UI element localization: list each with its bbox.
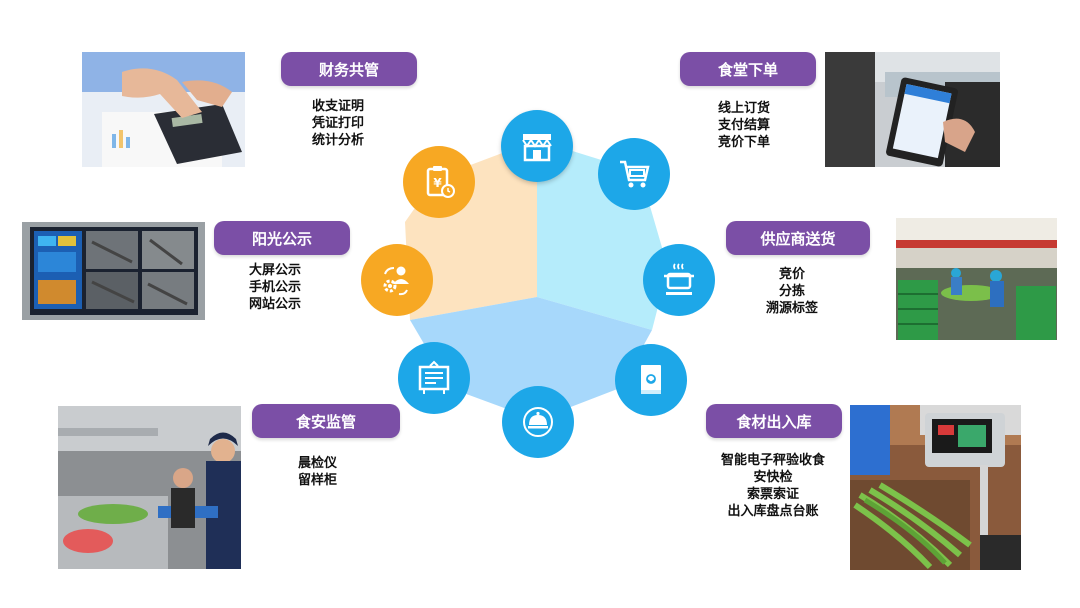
- cart-icon: [598, 138, 670, 210]
- storage-title: 食材出入库: [736, 412, 812, 431]
- package-icon: [615, 344, 687, 416]
- public-item: 网站公示: [249, 297, 302, 312]
- clipboard-yen-icon: ¥: [403, 146, 475, 218]
- supplier-item: 分拣: [779, 284, 806, 299]
- safety-item: 晨检仪: [298, 456, 338, 471]
- supplier-items: 竞价 分拣 溯源标签: [766, 266, 818, 317]
- storage-items: 智能电子秤验收食 安快检 索票索证 出入库盘点台账: [715, 452, 831, 520]
- supplier-item: 竞价: [779, 267, 806, 282]
- person-gear-icon: [361, 244, 433, 316]
- sector-mid-blue: [410, 297, 652, 420]
- finance-title: 财务共管: [318, 60, 379, 79]
- safety-title: 食安监管: [295, 412, 356, 431]
- finance-item: 凭证打印: [312, 116, 365, 131]
- public-title: 阳光公示: [251, 229, 312, 248]
- notice-board-icon: [398, 342, 470, 414]
- public-items: 大屏公示 手机公示 网站公示: [249, 262, 301, 313]
- canteen-order-title-pill: 食堂下单: [680, 52, 816, 86]
- storage-item: 索票索证: [746, 487, 799, 502]
- finance-title-pill: 财务共管: [281, 52, 417, 86]
- screen-monitor-photo: [22, 222, 205, 320]
- tablet-order-photo: [825, 52, 1000, 167]
- storage-title-pill: 食材出入库: [706, 404, 842, 438]
- supplier-title: 供应商送货: [760, 229, 836, 248]
- public-title-pill: 阳光公示: [214, 221, 350, 255]
- finance-item: 统计分析: [312, 133, 365, 148]
- storage-item: 安快检: [753, 470, 793, 485]
- safety-item: 留样柜: [298, 473, 338, 488]
- supplier-item: 溯源标签: [766, 301, 819, 316]
- safety-items: 晨检仪 留样柜: [298, 455, 337, 489]
- smart-scale-photo: [850, 405, 1021, 570]
- canteen-order-items: 线上订货 支付结算 竞价下单: [718, 100, 770, 151]
- finance-items: 收支证明 凭证打印 统计分析: [312, 98, 364, 149]
- canteen-order-item: 支付结算: [718, 118, 771, 133]
- finance-item: 收支证明: [312, 99, 365, 114]
- cloche-icon: [502, 386, 574, 458]
- storage-item: 出入库盘点台账: [727, 504, 819, 519]
- safety-title-pill: 食安监管: [252, 404, 400, 438]
- cooking-pot-icon: [643, 244, 715, 316]
- canteen-order-title: 食堂下单: [717, 60, 778, 79]
- calculator-photo: [82, 52, 245, 167]
- public-item: 手机公示: [249, 280, 302, 295]
- storage-item: 智能电子秤验收食: [720, 453, 825, 468]
- canteen-order-item: 线上订货: [718, 101, 771, 116]
- supplier-title-pill: 供应商送货: [726, 221, 870, 255]
- kitchen-inspection-photo: [58, 406, 241, 569]
- warehouse-sorting-photo: [896, 218, 1057, 340]
- public-item: 大屏公示: [249, 263, 302, 278]
- canteen-order-item: 竞价下单: [718, 135, 771, 150]
- svg-text:¥: ¥: [433, 176, 442, 190]
- storefront-icon: [501, 110, 573, 182]
